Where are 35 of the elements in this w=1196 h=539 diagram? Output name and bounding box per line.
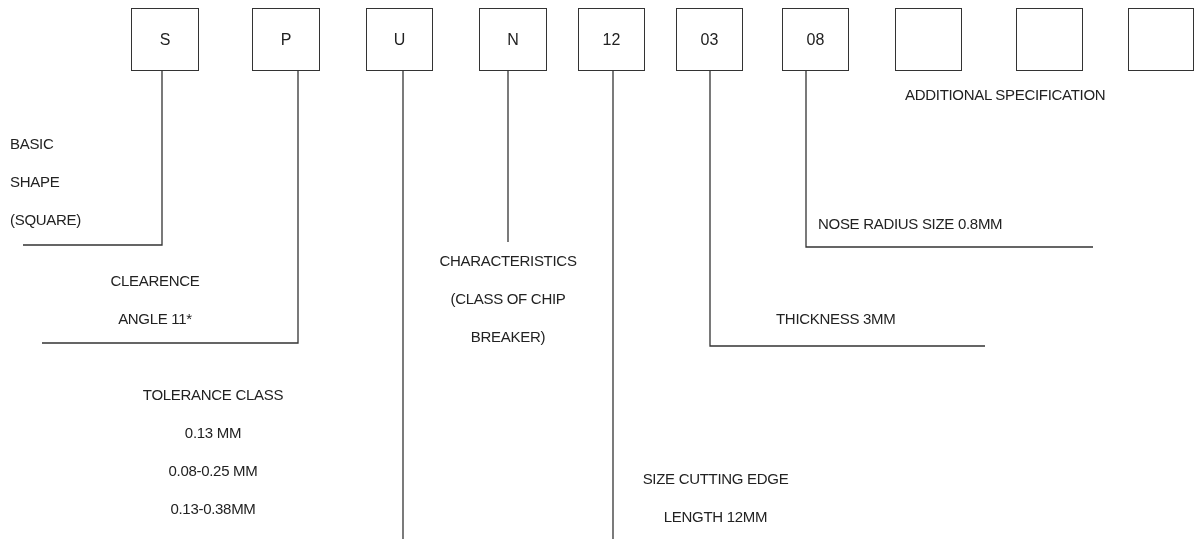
code-letter-box [676, 8, 743, 71]
blank-code-box [1016, 8, 1083, 71]
leader-line [709, 70, 986, 347]
blank-code-box [1128, 8, 1194, 71]
code-letter-box [131, 8, 199, 71]
code-letter: P [280, 30, 292, 49]
annotation-text: CHARACTERISTICS (CLASS OF CHIP BREAKER) [438, 251, 578, 347]
annotation-text: SIZE CUTTING EDGE LENGTH 12MM [641, 469, 790, 527]
annotation-text: NOSE RADIUS SIZE 0.8MM [818, 214, 1004, 234]
code-letter-box [782, 8, 849, 71]
tolerance-value: 0.13-0.38MM [170, 500, 256, 517]
code-letter-box [578, 8, 645, 71]
annotation-text: ADDITIONAL SPECIFICATION [905, 86, 1106, 103]
leader-line [402, 70, 404, 539]
code-letter-box [479, 8, 547, 71]
code-letter-box [252, 8, 320, 71]
code-letter: 03 [700, 30, 719, 49]
leader-line [507, 70, 509, 243]
leader-line [805, 70, 1094, 248]
annotation-text: CLEARENCE ANGLE 11* [109, 271, 201, 329]
code-letter: 12 [602, 30, 621, 49]
leader-line [612, 70, 614, 539]
blank-code-box [895, 8, 962, 71]
tolerance-value: 0.13 MM [184, 424, 242, 441]
leader-line [22, 70, 163, 246]
code-letter: S [159, 30, 171, 49]
code-letter: N [507, 30, 519, 49]
annotation-text: THICKNESS 3MM [776, 309, 897, 329]
code-letter-box [366, 8, 433, 71]
annotation-text: BASIC SHAPE (SQUARE) [10, 134, 82, 230]
code-letter: U [393, 30, 406, 49]
code-letter: 08 [806, 30, 825, 49]
leader-line [41, 70, 299, 344]
tolerance-value: 0.08-0.25 MM [168, 462, 258, 479]
heading-text: TOLERANCE CLASS [142, 386, 284, 403]
